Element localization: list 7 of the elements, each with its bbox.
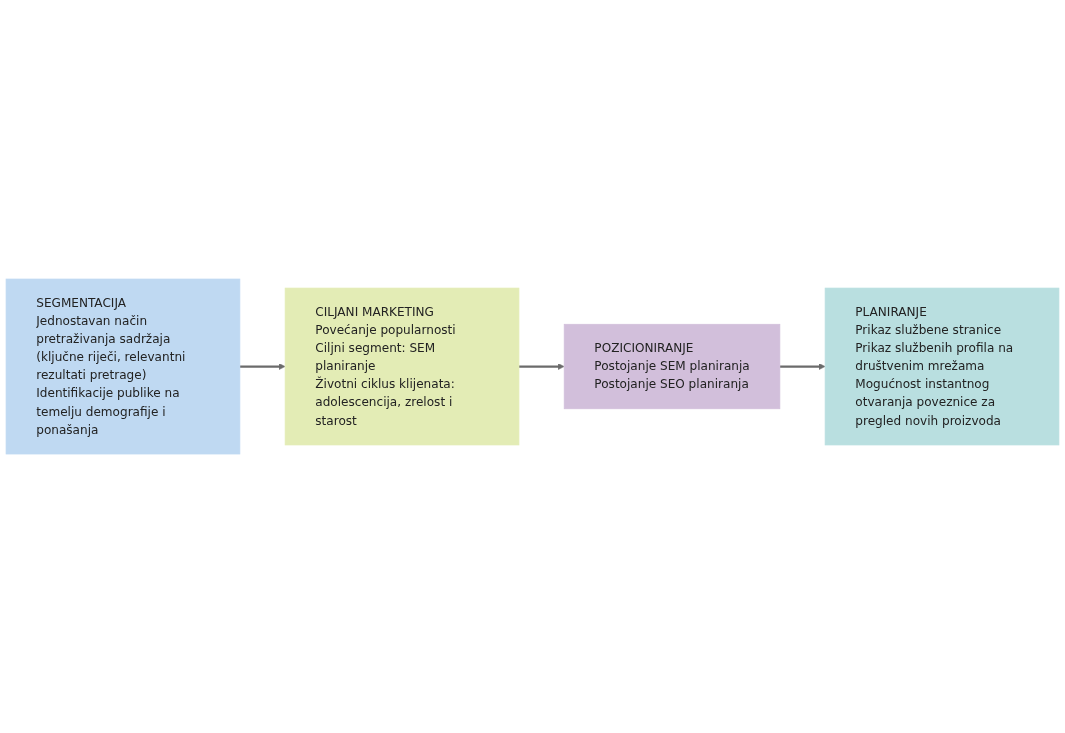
node-box: CILJANI MARKETING Povećanje popularnosti Ciljni segment: SEM planiranje Životni ciklus klijenata: adolescencija, zrelost i starost xyxy=(284,287,520,446)
node-box: PLANIRANJE Prikaz službene stranice Prikaz službenih profila na društvenim mrežama Mogućnost instantnog otvaranja poveznice za pregled novih proizvoda xyxy=(824,287,1060,446)
arrow xyxy=(779,363,826,370)
arrow xyxy=(239,363,286,370)
node-box: SEGMENTACIJA Jednostavan način pretraživanja sadržaja (ključne riječi, relevantni rezultati pretrage) Identifikacije publike na temelju demografije i ponašanja xyxy=(5,278,241,455)
arrow xyxy=(518,363,565,370)
node-box: POZICIONIRANJE Postojanje SEM planiranja Postojanje SEO planiranja xyxy=(563,323,781,410)
